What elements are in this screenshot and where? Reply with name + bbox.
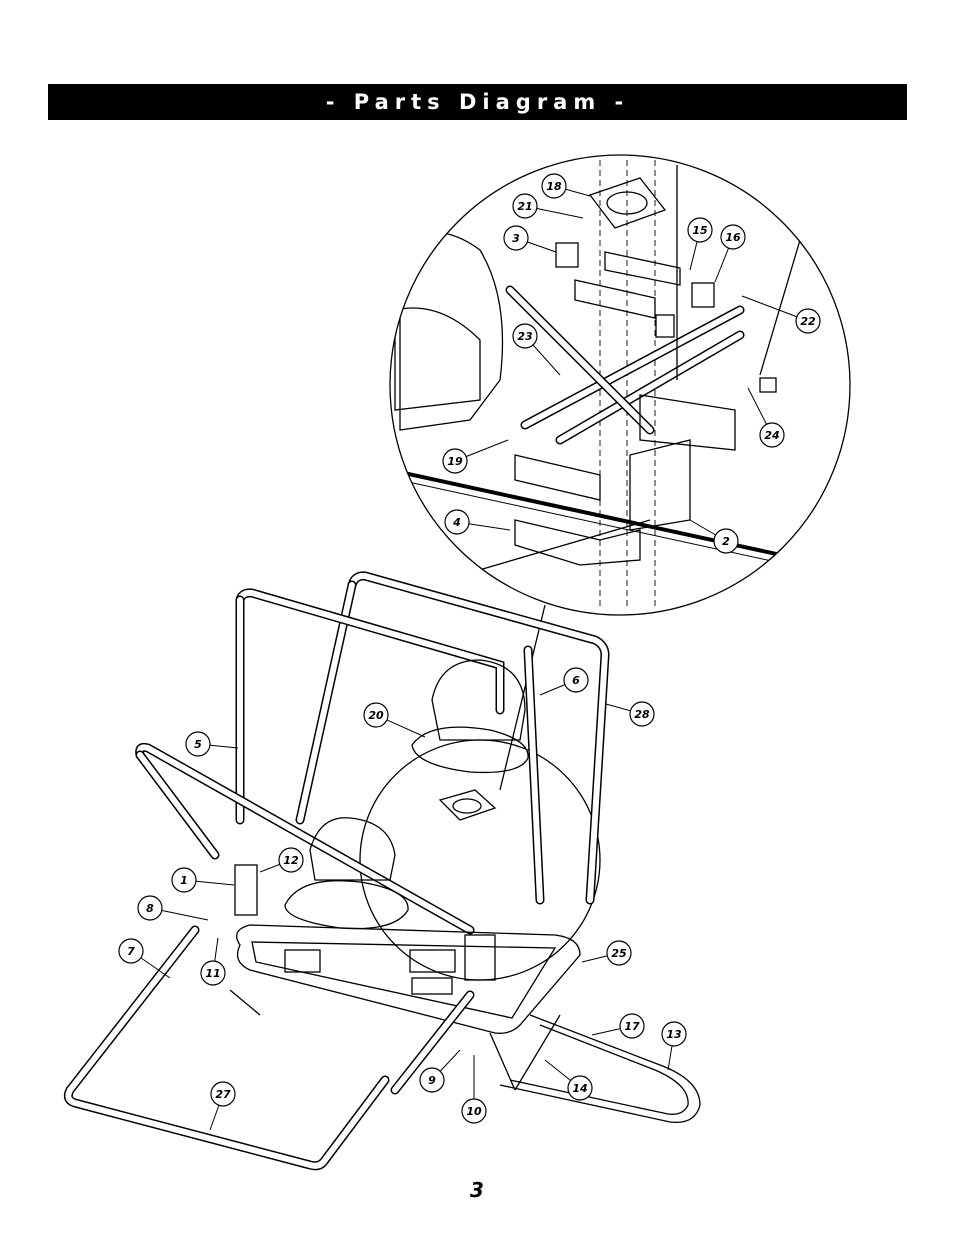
- callout-circle: [503, 225, 529, 251]
- callout-24: 24: [747, 387, 785, 448]
- page-number: 3: [470, 1178, 484, 1202]
- callout-number: 28: [634, 708, 650, 721]
- callout-circle: [606, 940, 632, 966]
- callout-6: 6: [539, 667, 589, 696]
- callout-20: 20: [363, 702, 426, 738]
- callout-10: 10: [461, 1055, 487, 1124]
- callout-12: 12: [259, 847, 304, 873]
- callout-circle: [795, 308, 821, 334]
- callout-circle: [619, 1013, 645, 1039]
- callout-number: 10: [466, 1105, 482, 1118]
- callout-circle: [278, 847, 304, 873]
- callout-number: 16: [725, 231, 741, 244]
- callout-circle: [444, 509, 470, 535]
- callout-number: 17: [624, 1020, 640, 1033]
- callout-circle: [541, 173, 567, 199]
- callout-circle: [567, 1075, 593, 1101]
- callout-number: 21: [517, 200, 532, 213]
- callout-number: 24: [764, 429, 779, 442]
- callout-18: 18: [541, 173, 591, 199]
- callout-8: 8: [137, 895, 209, 921]
- callout-number: 20: [368, 709, 384, 722]
- callout-number: 14: [572, 1082, 587, 1095]
- callout-number: 9: [428, 1074, 436, 1087]
- callout-circle: [687, 217, 713, 243]
- callout-22: 22: [741, 295, 821, 334]
- callout-circle: [720, 224, 746, 250]
- callout-circle: [171, 867, 197, 893]
- callout-number: 25: [611, 947, 627, 960]
- callout-1: 1: [171, 867, 235, 893]
- callout-15: 15: [687, 217, 713, 271]
- callout-27: 27: [209, 1081, 236, 1131]
- callout-circle: [563, 667, 589, 693]
- callout-number: 7: [127, 945, 135, 958]
- callout-number: 19: [447, 455, 463, 468]
- callout-circle: [512, 193, 538, 219]
- callout-number: 5: [194, 738, 202, 751]
- callout-circle: [442, 448, 468, 474]
- callout-circle: [137, 895, 163, 921]
- callout-circle: [512, 323, 538, 349]
- callout-23: 23: [512, 323, 561, 376]
- callout-21: 21: [512, 193, 584, 219]
- callout-circle: [419, 1067, 445, 1093]
- callout-circle: [713, 528, 739, 554]
- callout-circle: [210, 1081, 236, 1107]
- callout-number: 4: [452, 516, 461, 529]
- callout-circle: [759, 422, 785, 448]
- callout-number: 12: [283, 854, 299, 867]
- callout-circle: [629, 701, 655, 727]
- callout-7: 7: [118, 938, 171, 979]
- callout-circle: [185, 731, 211, 757]
- callout-number: 22: [800, 315, 816, 328]
- callout-number: 11: [205, 967, 220, 980]
- callout-circle: [363, 702, 389, 728]
- callout-2: 2: [689, 519, 739, 554]
- callout-13: 13: [661, 1021, 687, 1071]
- callout-circle: [661, 1021, 687, 1047]
- callout-number: 6: [572, 674, 580, 687]
- callout-4: 4: [444, 509, 511, 535]
- callout-3: 3: [503, 225, 557, 253]
- callout-number: 18: [546, 180, 562, 193]
- callout-number: 27: [215, 1088, 231, 1101]
- callout-number: 2: [722, 535, 730, 548]
- callout-circle: [200, 960, 226, 986]
- callout-number: 13: [666, 1028, 682, 1041]
- callout-circle: [461, 1098, 487, 1124]
- page-title: - Parts Diagram -: [48, 84, 907, 120]
- callout-25: 25: [581, 940, 632, 966]
- callout-circle: [118, 938, 144, 964]
- callout-number: 15: [692, 224, 708, 237]
- callout-5: 5: [185, 731, 239, 757]
- callout-19: 19: [442, 439, 509, 474]
- main-assembly: [63, 571, 701, 1171]
- callout-16: 16: [714, 224, 746, 283]
- callout-number: 3: [512, 232, 520, 245]
- callout-number: 8: [146, 902, 154, 915]
- callout-11: 11: [200, 937, 226, 986]
- callout-number: 23: [517, 330, 533, 343]
- callout-17: 17: [591, 1013, 645, 1039]
- callout-9: 9: [419, 1049, 461, 1093]
- callout-number: 1: [180, 874, 188, 887]
- callout-14: 14: [544, 1059, 593, 1101]
- callout-28: 28: [605, 701, 655, 727]
- detail-view: [389, 154, 851, 616]
